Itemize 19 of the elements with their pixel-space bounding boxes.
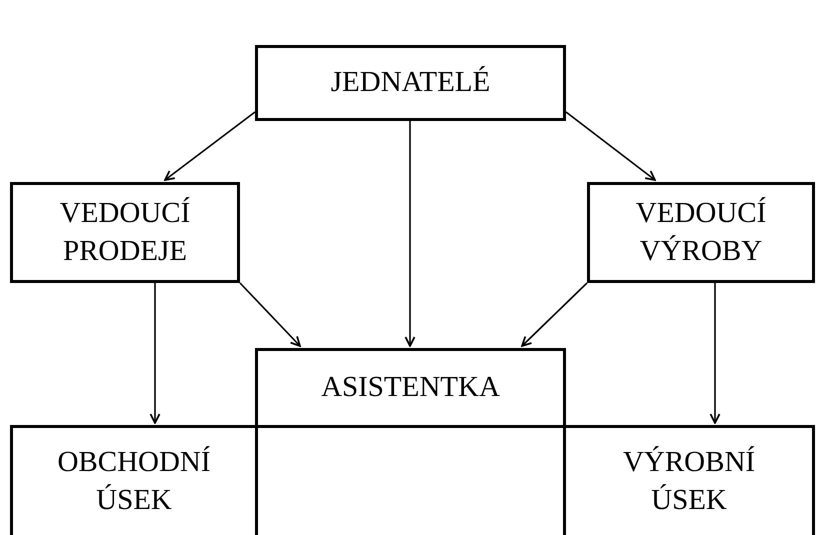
org-box <box>255 45 566 121</box>
arrow <box>404 121 416 347</box>
box-label: VEDOUCÍ PRODEJE <box>58 196 192 268</box>
arrow <box>239 282 301 347</box>
org-box <box>10 425 255 535</box>
org-box <box>587 182 815 283</box>
arrow <box>710 283 720 424</box>
org-box <box>255 348 566 428</box>
org-box <box>566 425 815 535</box>
box-label: VÝROBNÍ ÚSEK <box>622 444 756 518</box>
box-label: VEDOUCÍ VÝROBY <box>634 196 768 268</box>
arrow <box>150 283 160 424</box>
box-label: ASISTENTKA <box>321 370 500 406</box>
arrow <box>566 111 656 181</box>
org-box <box>10 182 240 283</box>
box-label: OBCHODNÍ ÚSEK <box>56 444 212 518</box>
arrow <box>164 111 256 181</box>
arrow <box>521 282 588 347</box>
box-label: JEDNATELÉ <box>330 65 490 100</box>
